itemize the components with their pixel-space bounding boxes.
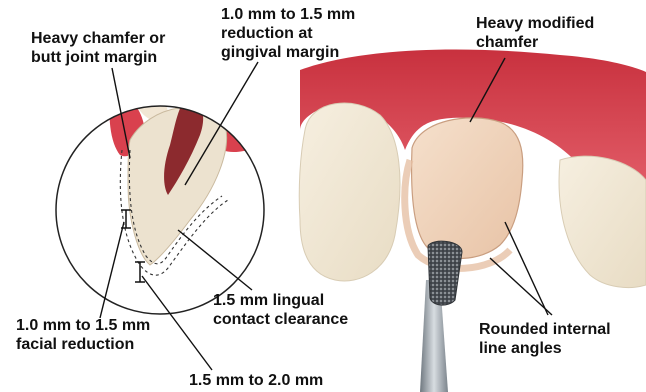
leader-rounded-internal-2 (490, 258, 552, 315)
label-gingival-reduction: 1.0 mm to 1.5 mm reduction at gingival m… (221, 5, 355, 62)
left-central-incisor (299, 103, 400, 281)
bur-diamond-head (428, 241, 462, 305)
right-lateral-incisor (559, 156, 646, 287)
label-facial-reduction: 1.0 mm to 1.5 mm facial reduction (16, 316, 150, 354)
label-incisal-reduction: 1.5 mm to 2.0 mm (189, 371, 323, 390)
inset-bone-right (215, 99, 250, 126)
leader-rounded-internal-1 (505, 222, 548, 315)
prepared-tooth (412, 118, 523, 259)
label-heavy-chamfer: Heavy chamfer or butt joint margin (31, 29, 165, 67)
label-heavy-modified-chamfer: Heavy modified chamfer (476, 14, 594, 52)
label-rounded-internal: Rounded internal line angles (479, 320, 611, 358)
cross-section-inset (56, 89, 270, 314)
label-lingual-clearance: 1.5 mm lingual contact clearance (213, 291, 348, 329)
